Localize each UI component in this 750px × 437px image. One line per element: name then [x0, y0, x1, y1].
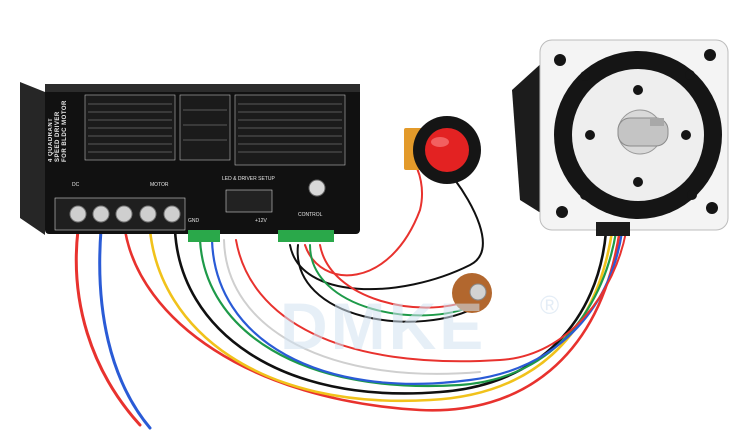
- control-terminal-green: [278, 230, 334, 242]
- label-12v: +12V: [255, 218, 267, 224]
- mount-hole: [704, 49, 716, 61]
- wire-red-control: [304, 159, 423, 277]
- screw-terminal: [163, 205, 181, 223]
- screw-terminal: [115, 205, 133, 223]
- label-gnd: GND: [188, 218, 200, 224]
- wire-black-motor: [173, 228, 608, 395]
- label-control: CONTROL: [298, 212, 323, 218]
- label-dc: DC: [72, 182, 80, 188]
- hall-terminal-green: [188, 230, 220, 242]
- mount-hole: [556, 206, 568, 218]
- speed-driver: [20, 82, 360, 242]
- motor-mount-holes: [554, 49, 718, 218]
- mount-hole: [585, 130, 595, 140]
- wire-red-motor: [123, 228, 622, 412]
- wire-red-hall: [235, 231, 627, 363]
- registered-mark: ®: [540, 290, 560, 320]
- screw-terminal: [92, 205, 110, 223]
- label-motor: MOTOR: [150, 182, 169, 188]
- wire-red-power: [74, 228, 142, 427]
- driver-title-line2: SPEED DRIVER: [55, 111, 61, 162]
- brand-watermark: DMKE: [280, 289, 487, 363]
- label-led-setup: LED & DRIVER SETUP: [222, 176, 275, 182]
- wire-green-hall: [198, 230, 618, 388]
- mount-hole: [633, 85, 643, 95]
- driver-side-panel: [20, 82, 45, 235]
- motor-shaft-key: [650, 118, 664, 126]
- mount-hole: [554, 54, 566, 66]
- screw-terminal: [139, 205, 157, 223]
- driver-trim-knob: [308, 179, 326, 197]
- driver-top-edge: [45, 84, 360, 92]
- spec-panel-lines: [88, 103, 342, 153]
- mount-hole: [687, 190, 697, 200]
- driver-title-line3: FOR BLDC MOTOR: [62, 100, 68, 162]
- mount-hole: [633, 177, 643, 187]
- mount-hole: [580, 190, 590, 200]
- wire-bundle: [74, 159, 627, 430]
- button-cap: [425, 128, 469, 172]
- spec-panel-1: [84, 94, 176, 161]
- driver-title-line1: 4 QUADRANT: [48, 117, 54, 162]
- wire-blue-power: [98, 228, 152, 430]
- spec-panel-3: [234, 94, 346, 166]
- screw-terminal: [69, 205, 87, 223]
- button-highlight: [431, 137, 449, 147]
- mount-hole: [685, 70, 695, 80]
- mount-hole: [681, 130, 691, 140]
- driver-title: 4 QUADRANT SPEED DRIVER FOR BLDC MOTOR: [48, 92, 70, 162]
- red-push-button: [404, 116, 481, 184]
- potentiometer-shaft: [469, 283, 487, 301]
- dip-switch-block: [225, 189, 273, 213]
- bldc-motor: [512, 39, 729, 236]
- wire-pot-black: [296, 244, 481, 323]
- wire-white-hall: [223, 239, 481, 375]
- wire-pot-red: [319, 244, 471, 309]
- potentiometer: [452, 273, 492, 313]
- mount-hole: [580, 71, 590, 81]
- wire-pot-green: [309, 244, 476, 317]
- screw-terminals: [69, 205, 181, 223]
- spec-panel-2: [179, 94, 231, 161]
- mount-hole: [706, 202, 718, 214]
- wire-black-control: [289, 179, 484, 291]
- motor-cable-exit: [596, 222, 630, 236]
